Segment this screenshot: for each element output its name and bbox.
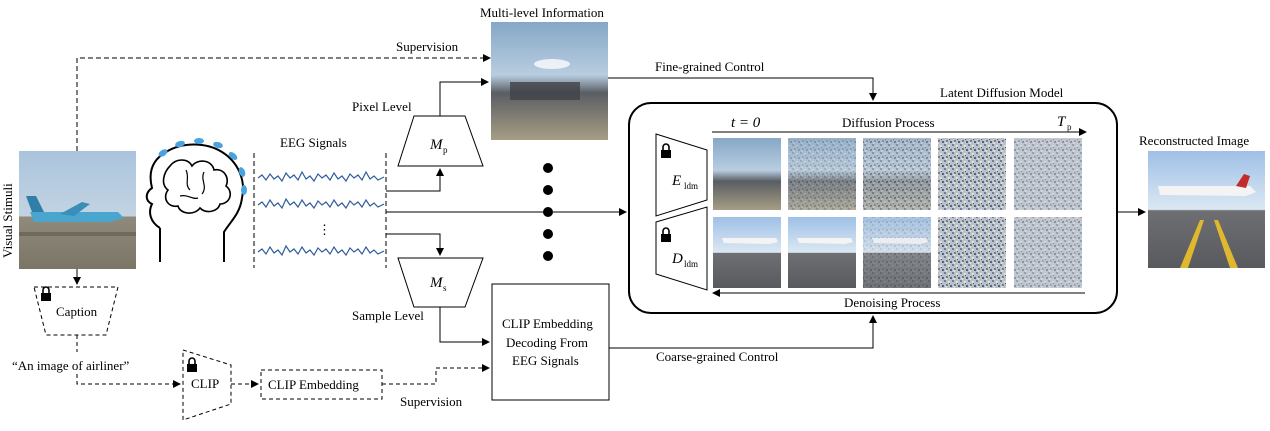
caption-label: Caption bbox=[56, 304, 98, 319]
diffusion-step-1 bbox=[713, 138, 781, 210]
eeg-ellipsis: ⋮ bbox=[318, 222, 331, 237]
lock-icon bbox=[41, 286, 51, 301]
multi-level-information-label: Multi-level Information bbox=[480, 5, 604, 20]
fine-grained-control-line bbox=[608, 77, 877, 101]
fine-grained-control-label: Fine-grained Control bbox=[655, 59, 765, 74]
ldm-decoder-module bbox=[655, 206, 708, 291]
eeg-signals-label: EEG Signals bbox=[280, 135, 347, 150]
pixel-encoder-module bbox=[397, 115, 484, 167]
clip-decoding-line2: Decoding From bbox=[506, 335, 588, 350]
lock-icon bbox=[661, 227, 671, 242]
ldm-decoder-subscript: ldm bbox=[684, 259, 698, 269]
caption-to-clip-line bbox=[76, 374, 181, 388]
t-p-subscript: p bbox=[1067, 122, 1072, 132]
sample-encoder-module bbox=[397, 257, 484, 308]
electrode-markers bbox=[158, 138, 247, 195]
continuation-dots bbox=[543, 163, 553, 261]
clip-label: CLIP bbox=[191, 376, 219, 391]
supervision-bottom-label: Supervision bbox=[400, 394, 463, 409]
brain-head-icon bbox=[145, 143, 244, 262]
ldm-encoder-symbol: E bbox=[671, 173, 681, 189]
denoising-step-4 bbox=[938, 217, 1006, 288]
eeg-wave-2 bbox=[257, 197, 385, 210]
diffusion-row-images bbox=[713, 138, 1082, 210]
diffusion-step-5 bbox=[1014, 138, 1082, 210]
denoising-step-5 bbox=[1014, 217, 1082, 288]
visual-stimuli-image bbox=[19, 151, 136, 269]
pixel-encoder-subscript: p bbox=[443, 145, 448, 155]
eeg-wave-3 bbox=[257, 244, 385, 257]
pixel-level-label: Pixel Level bbox=[352, 99, 412, 114]
latent-diffusion-model-label: Latent Diffusion Model bbox=[940, 85, 1064, 100]
denoising-row-images bbox=[713, 217, 1082, 288]
eeg-to-pixel-encoder-arrow bbox=[386, 168, 444, 192]
supervision-top-label: Supervision bbox=[396, 39, 459, 54]
pixel-encoder-symbol: M bbox=[429, 137, 444, 153]
reconstructed-image-label: Reconstructed Image bbox=[1139, 133, 1249, 148]
supervision-top-line bbox=[76, 54, 491, 151]
sample-encoder-subscript: s bbox=[443, 283, 447, 293]
visual-stimuli-label: Visual Stimuli bbox=[0, 183, 15, 258]
caption-module bbox=[33, 286, 119, 336]
lock-icon bbox=[187, 357, 197, 372]
coarse-grained-control-line bbox=[609, 315, 877, 349]
clip-decoding-box bbox=[491, 283, 610, 401]
coarse-grained-control-label: Coarse-grained Control bbox=[656, 349, 779, 364]
sample-encoder-symbol: M bbox=[429, 275, 444, 291]
diffusion-process-label: Diffusion Process bbox=[842, 115, 935, 130]
supervision-bottom-line bbox=[382, 364, 490, 385]
ldm-encoder-subscript: ldm bbox=[684, 181, 698, 191]
eeg-wave-1 bbox=[257, 170, 385, 183]
eeg-to-sample-encoder-arrow bbox=[386, 233, 444, 256]
denoising-process-label: Denoising Process bbox=[844, 295, 940, 310]
denoising-step-2 bbox=[788, 217, 856, 288]
clip-decoding-line1: CLIP Embedding bbox=[502, 316, 593, 331]
caption-text: “An image of airliner” bbox=[12, 358, 130, 373]
t-p-symbol: T bbox=[1057, 114, 1067, 130]
sample-level-label: Sample Level bbox=[352, 308, 424, 323]
clip-decoding-line3: EEG Signals bbox=[512, 353, 579, 368]
multi-level-information-image bbox=[491, 22, 608, 140]
lock-icon bbox=[661, 143, 671, 158]
pixel-encoder-to-image-arrow bbox=[439, 78, 489, 116]
sample-encoder-to-decoding-arrow bbox=[439, 307, 490, 346]
clip-embedding-box bbox=[260, 369, 383, 400]
clip-embedding-label: CLIP Embedding bbox=[268, 377, 359, 392]
diffusion-step-4 bbox=[938, 138, 1006, 210]
reconstructed-image bbox=[1148, 151, 1265, 268]
t-zero-label: t = 0 bbox=[731, 115, 761, 131]
ldm-decoder-symbol: D bbox=[671, 251, 683, 267]
denoising-step-1 bbox=[713, 217, 781, 288]
